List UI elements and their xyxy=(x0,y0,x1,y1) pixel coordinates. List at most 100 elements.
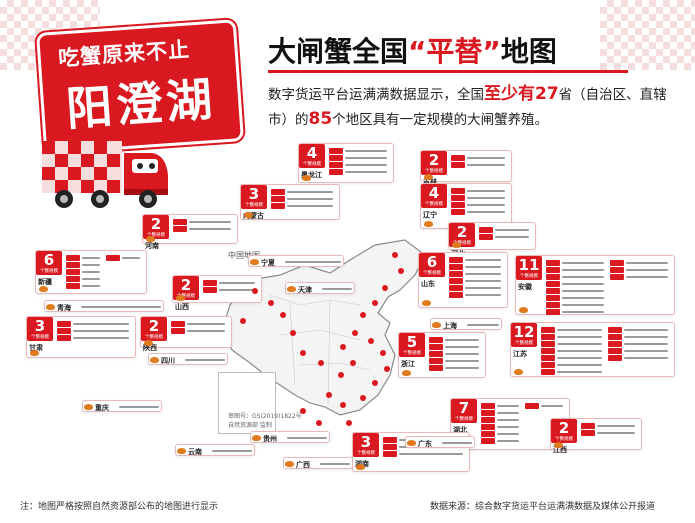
region-count-label: 个蟹规模 xyxy=(403,351,421,356)
city-tag xyxy=(481,410,495,416)
list-item xyxy=(57,320,129,328)
city-tag xyxy=(203,287,217,293)
city-tag xyxy=(449,271,463,277)
crab-icon xyxy=(30,350,39,356)
map-location-dot xyxy=(398,268,404,274)
footer-note: 注：地图严格按照自然资源部公布的地图进行显示 xyxy=(20,502,219,512)
lake-name-bar xyxy=(597,432,635,434)
city-tag xyxy=(429,351,443,357)
list-item xyxy=(610,259,668,267)
city-tag xyxy=(546,295,560,301)
city-tag xyxy=(525,403,539,409)
list-item xyxy=(546,308,604,316)
lake-name-bar xyxy=(497,405,519,407)
lake-name-bar xyxy=(287,205,333,207)
single-region-card: 云南 xyxy=(175,444,255,456)
crab-icon xyxy=(285,461,294,467)
crab-icon xyxy=(250,259,259,265)
list-item xyxy=(541,354,602,362)
lake-name-bar xyxy=(73,330,129,332)
list-item xyxy=(610,273,668,281)
lake-name-bar xyxy=(187,330,225,332)
list-item xyxy=(173,225,231,233)
crab-icon xyxy=(244,212,253,218)
list-item xyxy=(607,326,668,334)
list-item xyxy=(546,294,604,302)
region-name: 四川 xyxy=(161,357,175,365)
region-name: 上海 xyxy=(443,322,457,330)
list-item xyxy=(429,357,479,365)
list-item xyxy=(541,347,602,355)
region-name: 贵州 xyxy=(263,435,277,443)
lake-name-bar xyxy=(497,440,519,442)
map-approval: 审图号：GS(2019)1822号 自然资源部 监制 xyxy=(228,412,328,430)
crab-icon xyxy=(407,440,416,446)
city-tag xyxy=(429,358,443,364)
list-item xyxy=(481,409,519,417)
crab-icon xyxy=(514,369,523,375)
lake-name-bar xyxy=(219,282,255,284)
single-region-card: 青海 xyxy=(44,300,164,312)
list-item xyxy=(451,154,505,162)
region-count-label: 个蟹规模 xyxy=(520,274,538,279)
crab-icon xyxy=(432,322,441,328)
city-tag xyxy=(546,288,560,294)
city-tag xyxy=(541,334,555,340)
list-item xyxy=(171,327,225,335)
city-tag xyxy=(546,281,560,287)
city-tag xyxy=(451,162,465,168)
list-item xyxy=(541,326,602,334)
crab-icon xyxy=(424,221,433,227)
city-tag xyxy=(607,341,622,347)
crab-icon xyxy=(356,464,365,470)
list-item xyxy=(451,208,505,216)
list-item xyxy=(449,256,501,264)
list-item xyxy=(479,226,529,234)
list-item xyxy=(607,340,668,348)
subtitle-emph2: 85 xyxy=(308,109,333,129)
city-tag xyxy=(546,309,560,315)
lake-name-bar xyxy=(445,346,479,348)
city-tag xyxy=(546,302,560,308)
map-location-dot xyxy=(252,288,258,294)
city-tag xyxy=(581,430,595,436)
headline-line2: 阳澄湖 xyxy=(64,71,218,137)
list-item xyxy=(546,273,604,281)
city-tag xyxy=(66,255,80,261)
city-tag xyxy=(581,423,595,429)
list-item xyxy=(383,450,463,458)
crab-icon xyxy=(302,175,311,181)
map-location-dot xyxy=(268,300,274,306)
list-item xyxy=(481,416,519,424)
city-tag xyxy=(479,234,493,240)
list-item xyxy=(481,437,519,445)
city-tag xyxy=(329,162,343,168)
title-after: 地图 xyxy=(500,35,557,68)
lake-name-bar xyxy=(467,157,505,159)
lake-name-bar xyxy=(82,264,100,266)
map-location-dot xyxy=(368,338,374,344)
city-tag xyxy=(329,155,343,161)
list-item xyxy=(541,368,602,376)
region-count-label: 个蟹规模 xyxy=(147,233,165,238)
city-tag xyxy=(429,344,443,350)
lake-name-bar xyxy=(465,259,501,261)
lake-name-bar xyxy=(465,287,501,289)
lake-name-bar xyxy=(345,171,387,173)
region-name: 内蒙古 xyxy=(243,212,264,220)
city-tag xyxy=(383,451,397,457)
single-region-card: 广东 xyxy=(405,436,475,448)
city-tag xyxy=(541,348,555,354)
list-item xyxy=(329,168,387,176)
lake-name-bar xyxy=(465,280,501,282)
subtitle-part3: 个地区具有一定规模的大闸蟹养殖。 xyxy=(332,112,549,128)
city-tag xyxy=(541,369,555,375)
list-item xyxy=(57,334,129,342)
lake-name-bar xyxy=(562,276,604,278)
list-item xyxy=(173,218,231,226)
